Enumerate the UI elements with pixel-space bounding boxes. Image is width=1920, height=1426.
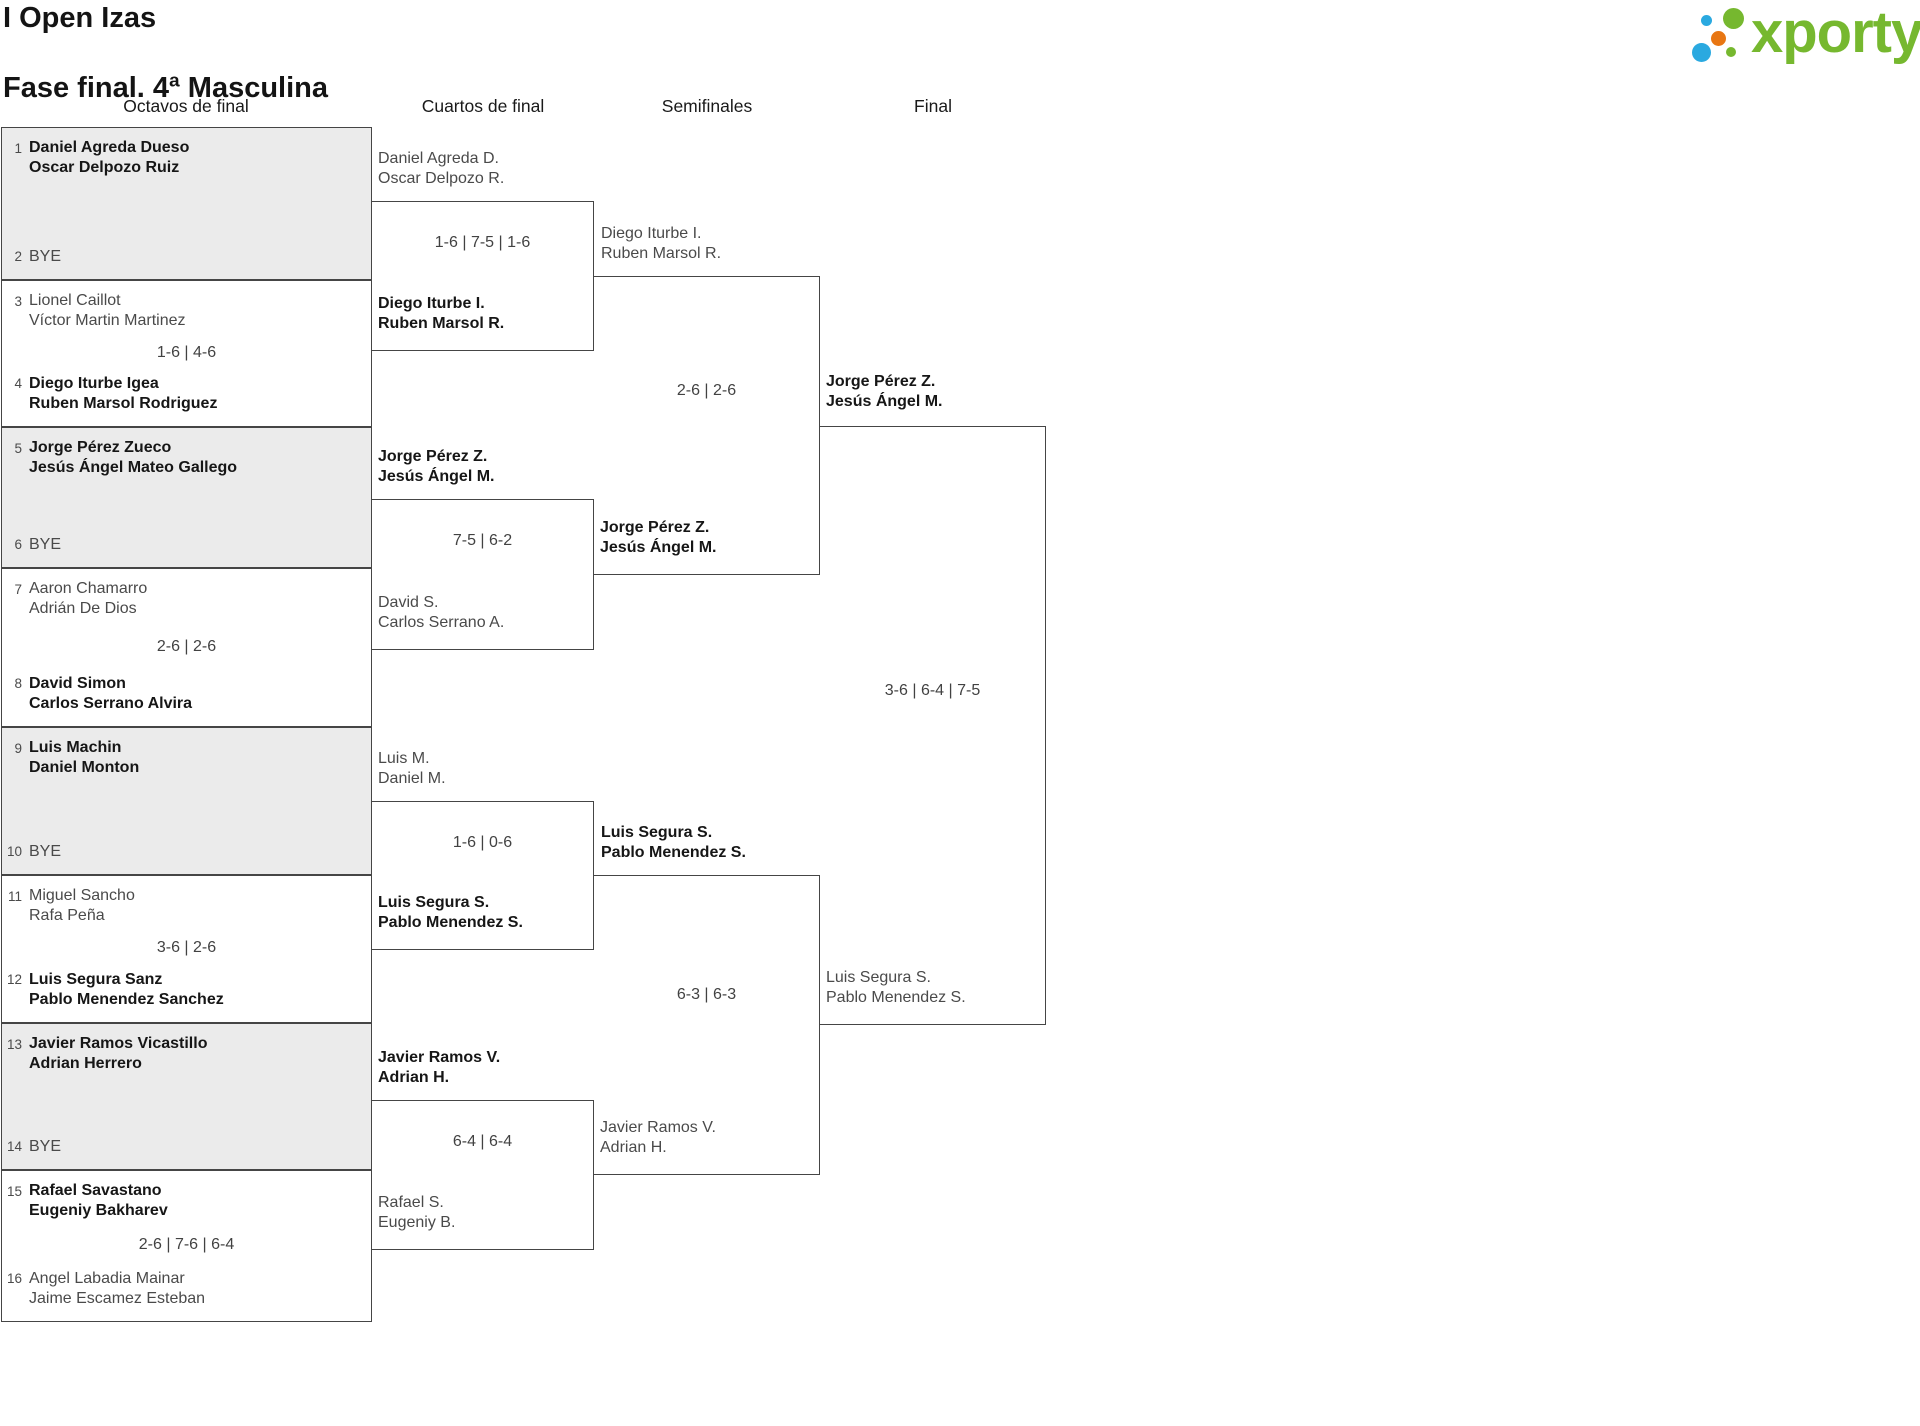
sf1-top-team: Diego Iturbe I. Ruben Marsol R. — [601, 225, 722, 262]
match-score: 7-5 | 6-2 — [452, 532, 513, 549]
seed-number: 3 — [14, 294, 22, 309]
match-box-r16-8: 15 Rafael Savastano Eugeniy Bakharev 2-6… — [1, 1170, 372, 1322]
bye-label: BYE — [29, 843, 62, 860]
round-header-final: Final — [914, 96, 952, 116]
team-name: Rafael Savastano Eugeniy Bakharev — [29, 1182, 168, 1219]
match-box-r16-5: 9 Luis Machin Daniel Monton 10 BYE — [1, 727, 372, 875]
seed-number: 16 — [6, 1271, 22, 1286]
qf4-top-team: Javier Ramos V. Adrian H. — [378, 1049, 501, 1086]
seed-number: 14 — [6, 1139, 22, 1154]
qf1-top-team: Daniel Agreda D. Oscar Delpozo R. — [378, 150, 505, 187]
seed-number: 15 — [6, 1184, 22, 1199]
seed-number: 12 — [6, 972, 22, 987]
round-header-semifinales: Semifinales — [661, 96, 753, 116]
match-score: 3-6 | 2-6 — [156, 939, 217, 956]
seed-number: 10 — [6, 844, 22, 859]
match-box-r16-4: 7 Aaron Chamarro Adrián De Dios 2-6 | 2-… — [1, 568, 372, 727]
final-bottom-team: Luis Segura S. Pablo Menendez S. — [826, 969, 966, 1006]
match-score: 2-6 | 7-6 | 6-4 — [138, 1236, 235, 1253]
logo-dot-blue-small — [1701, 15, 1712, 26]
team-name: Aaron Chamarro Adrián De Dios — [29, 580, 148, 617]
match-box-r16-1: 1 Daniel Agreda Dueso Oscar Delpozo Ruiz… — [1, 127, 372, 280]
page-title: I Open Izas Fase final. 4ª Masculina — [3, 1, 328, 106]
team-name: Miguel Sancho Rafa Peña — [29, 887, 135, 924]
qf1-bottom-team: Diego Iturbe I. Ruben Marsol R. — [378, 295, 505, 332]
team-name: Lionel Caillot Víctor Martin Martinez — [29, 292, 186, 329]
qf3-bottom-team: Luis Segura S. Pablo Menendez S. — [378, 894, 523, 931]
logo-dot-green-large — [1723, 8, 1744, 29]
round-header-cuartos: Cuartos de final — [421, 96, 545, 116]
team-name: Jorge Pérez Zueco Jesús Ángel Mateo Gall… — [29, 439, 238, 476]
qf2-top-team: Jorge Pérez Z. Jesús Ángel M. — [378, 448, 495, 485]
team-name: Luis Machin Daniel Monton — [29, 739, 140, 776]
qf4-bottom-team: Rafael S. Eugeniy B. — [378, 1194, 456, 1231]
qf2-bottom-team: David S. Carlos Serrano A. — [378, 594, 505, 631]
match-score: 6-3 | 6-3 — [676, 986, 737, 1003]
team-name: Angel Labadia Mainar Jaime Escamez Esteb… — [29, 1270, 206, 1307]
sf2-top-team: Luis Segura S. Pablo Menendez S. — [601, 824, 746, 861]
match-score: 3-6 | 6-4 | 7-5 — [884, 682, 981, 699]
seed-number: 7 — [14, 582, 22, 597]
seed-number: 4 — [14, 376, 22, 391]
seed-number: 1 — [14, 141, 22, 156]
seed-number: 2 — [14, 249, 22, 264]
logo-dot-blue-large — [1692, 43, 1711, 62]
team-name: Luis Segura Sanz Pablo Menendez Sanchez — [29, 971, 224, 1008]
tournament-name: I Open Izas — [3, 2, 157, 34]
match-box-r16-7: 13 Javier Ramos Vicastillo Adrian Herrer… — [1, 1023, 372, 1170]
match-box-qf-3: 1-6 | 0-6 Luis Segura S. Pablo Menendez … — [372, 801, 594, 950]
seed-number: 8 — [14, 676, 22, 691]
logo-wordmark: xporty — [1751, 0, 1920, 65]
match-box-r16-3: 5 Jorge Pérez Zueco Jesús Ángel Mateo Ga… — [1, 427, 372, 568]
seed-number: 13 — [6, 1037, 22, 1052]
logo-dot-orange — [1711, 31, 1726, 46]
final-top-team: Jorge Pérez Z. Jesús Ángel M. — [826, 373, 943, 410]
match-box-qf-1: 1-6 | 7-5 | 1-6 Diego Iturbe I. Ruben Ma… — [372, 201, 594, 351]
seed-number: 6 — [14, 537, 22, 552]
team-name: Javier Ramos Vicastillo Adrian Herrero — [29, 1035, 208, 1072]
match-box-r16-6: 11 Miguel Sancho Rafa Peña 3-6 | 2-6 12 … — [1, 875, 372, 1023]
logo-dot-green-small — [1726, 47, 1736, 57]
round-header-octavos: Octavos de final — [123, 96, 249, 116]
match-score: 6-4 | 6-4 — [452, 1133, 513, 1150]
phase-name: Fase final. 4ª Masculina — [3, 72, 329, 104]
seed-number: 5 — [14, 441, 22, 456]
match-score: 2-6 | 2-6 — [156, 637, 217, 655]
team-name: Daniel Agreda Dueso Oscar Delpozo Ruiz — [29, 139, 190, 176]
seed-number: 11 — [7, 889, 22, 904]
team-name: David Simon Carlos Serrano Alvira — [29, 675, 193, 712]
match-score: 2-6 | 2-6 — [676, 382, 737, 399]
bye-label: BYE — [29, 1138, 62, 1155]
match-box-final: 3-6 | 6-4 | 7-5 Luis Segura S. Pablo Men… — [820, 426, 1046, 1025]
match-score: 1-6 | 7-5 | 1-6 — [434, 234, 531, 251]
match-box-qf-2: 7-5 | 6-2 David S. Carlos Serrano A. — [372, 499, 594, 650]
match-box-qf-4: 6-4 | 6-4 Rafael S. Eugeniy B. — [372, 1100, 594, 1250]
match-score: 1-6 | 4-6 — [156, 343, 217, 361]
team-name: Diego Iturbe Igea Ruben Marsol Rodriguez — [29, 375, 218, 412]
match-box-sf-1: 2-6 | 2-6 Jorge Pérez Z. Jesús Ángel M. — [594, 276, 820, 575]
qf3-top-team: Luis M. Daniel M. — [378, 750, 446, 787]
sf1-bottom-team: Jorge Pérez Z. Jesús Ángel M. — [600, 519, 717, 556]
bye-label: BYE — [29, 536, 62, 553]
match-score: 1-6 | 0-6 — [452, 834, 513, 851]
sf2-bottom-team: Javier Ramos V. Adrian H. — [600, 1119, 716, 1156]
match-box-sf-2: 6-3 | 6-3 Javier Ramos V. Adrian H. — [594, 875, 820, 1175]
bye-label: BYE — [29, 248, 62, 265]
match-box-r16-2: 3 Lionel Caillot Víctor Martin Martinez … — [1, 280, 372, 427]
seed-number: 9 — [14, 741, 22, 756]
